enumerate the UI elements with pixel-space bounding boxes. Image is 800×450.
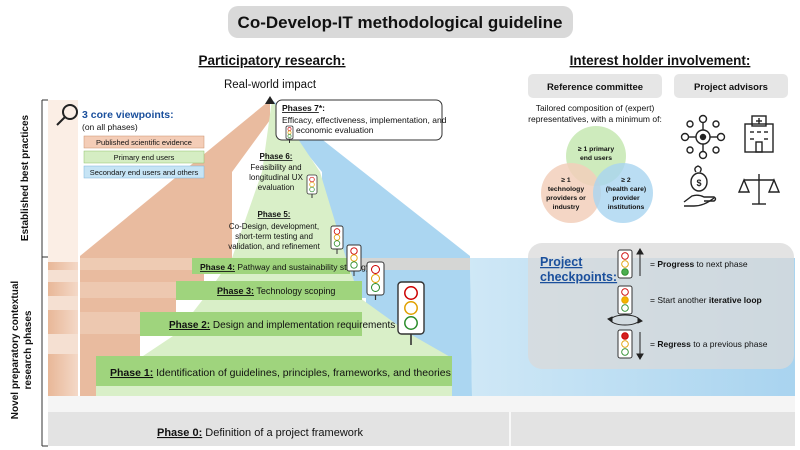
established-label: Established best practices (20, 114, 31, 241)
traffic-light-phase6-icon (306, 174, 318, 198)
committee-desc-line1: Tailored composition of (expert) (536, 103, 655, 113)
phase6-title: Phase 6: (260, 152, 293, 161)
viewpoint-primary-box (83, 150, 205, 164)
network-icon (680, 114, 726, 160)
traffic-light-phase3-icon (366, 261, 385, 300)
viewpoint-secondary-box (83, 165, 205, 179)
loop-arrow-icon (607, 314, 643, 326)
phase5-title: Phase 5: (258, 210, 291, 219)
phase1-bar (96, 356, 452, 386)
venn-left-line1: ≥ 1 (561, 177, 571, 184)
phase3-text: Phase 3: Technology scoping (217, 286, 335, 296)
venn-left-line4: industry (553, 204, 580, 211)
phase7-line2: economic evaluation (296, 125, 374, 135)
checkpoint-iterate-icon (617, 285, 633, 315)
traffic-light-phase7-icon (285, 125, 294, 143)
phase7-line1: Efficacy, effectiveness, implementation,… (282, 115, 447, 125)
traffic-light-phase5-icon (330, 225, 344, 254)
phase6-line2: longitudinal UX (249, 173, 303, 182)
phase5-line2: short-term testing and (235, 232, 313, 241)
phase6-line3: evaluation (258, 183, 294, 192)
svg-text:$: $ (696, 178, 701, 188)
novel-label-line2: research phases (23, 310, 34, 389)
checkpoint-regress-icon (617, 329, 633, 359)
scales-icon (737, 174, 781, 205)
phase2-bar (140, 312, 362, 336)
interest-heading: Interest holder involvement: (570, 53, 751, 68)
phase4-text: Phase 4: Pathway and sustainability stra… (200, 262, 371, 272)
phase2-text: Phase 2: Design and implementation requi… (169, 320, 395, 331)
novel-label-line1: Novel preparatory contextual (10, 281, 21, 420)
viewpoint-primary-label: Primary end users (114, 153, 175, 162)
money-hand-icon: $ (683, 165, 717, 207)
venn-top-line1: ≥ 1 primary (578, 146, 614, 153)
phase5-line1: Co-Design, development, (229, 222, 319, 231)
title-box (228, 6, 573, 38)
phase1-text: Phase 1: Identification of guidelines, p… (110, 367, 451, 379)
venn-diagram (541, 126, 653, 223)
reference-committee-header (528, 74, 662, 98)
venn-left-line2: technology (548, 186, 584, 193)
venn-right-line1: ≥ 2 (621, 177, 631, 184)
viewpoint-evidence-label: Published scientific evidence (96, 138, 192, 147)
background-bands (48, 100, 78, 446)
venn-left-line3: providers or (546, 195, 586, 202)
apex-arrow (265, 96, 275, 104)
checkpoints-title-line1: Project (540, 255, 583, 269)
magnifier-icon (56, 104, 78, 126)
phase6-line1: Feasibility and (250, 163, 301, 172)
viewpoint-evidence-box (83, 135, 205, 149)
viewpoints-subtitle: (on all phases) (82, 122, 138, 132)
hospital-icon (744, 115, 774, 153)
viewpoints-title: 3 core viewpoints: (82, 109, 174, 121)
phase0-bar (48, 412, 795, 446)
left-bracket (41, 99, 48, 447)
venn-right-line2: (health care) (606, 186, 646, 193)
viewpoints-block: 3 core viewpoints: (on all phases) Publi… (56, 104, 205, 179)
phase3-bar (176, 281, 362, 300)
committee-desc-line2: representatives, with a minimum of: (528, 114, 662, 124)
participatory-heading: Participatory research: (198, 53, 345, 68)
page-title: Co-Develop-IT methodological guideline (238, 13, 563, 32)
viewpoint-secondary-label: Secondary end users and others (90, 168, 199, 177)
phase7-box (275, 99, 443, 141)
phase7-title: Phases 7*: (282, 103, 325, 113)
regress-arrow-icon (636, 332, 644, 360)
phase5-line3: validation, and refinement (228, 242, 320, 251)
apex-label: Real-world impact (224, 79, 317, 91)
checkpoint-progress-icon (617, 249, 633, 279)
pyramid-green-center (96, 100, 452, 396)
venn-right-line4: institutions (608, 204, 645, 211)
checkpoint-iterate-text: = Start another iterative loop (650, 295, 762, 305)
project-advisors-header (674, 74, 788, 98)
reference-committee-title: Reference committee (547, 82, 643, 93)
traffic-light-phase4-icon (346, 244, 362, 276)
project-advisors-title: Project advisors (694, 82, 768, 93)
venn-top-line2: end users (580, 155, 612, 162)
venn-right-line3: provider (612, 195, 640, 202)
checkpoints-title-line2: checkpoints: (540, 270, 617, 284)
checkpoint-regress-text: = Regress to a previous phase (650, 339, 768, 349)
progress-arrow-icon (636, 248, 644, 276)
checkpoints-panel (528, 243, 794, 369)
phase0-text: Phase 0: Definition of a project framewo… (157, 427, 364, 439)
phase4-bar (192, 258, 350, 274)
traffic-light-phase2-icon (397, 281, 425, 345)
checkpoint-progress-text: = Progress to next phase (650, 259, 748, 269)
